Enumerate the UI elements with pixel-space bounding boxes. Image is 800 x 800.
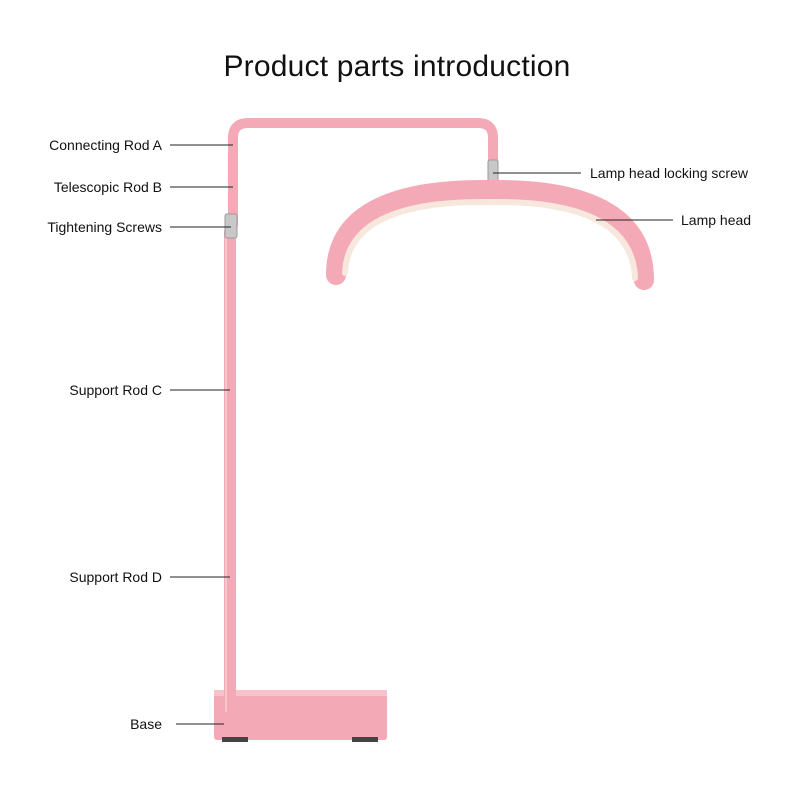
- label-lamp-head: Lamp head: [681, 212, 752, 228]
- connecting-rod: [228, 118, 498, 230]
- leader-lines: [170, 144, 673, 725]
- tightening-screw-collar: [224, 213, 238, 239]
- label-support-rod-c: Support Rod C: [69, 382, 162, 398]
- label-telescopic-rod-b: Telescopic Rod B: [53, 179, 162, 195]
- label-tightening-screws: Tightening Screws: [47, 219, 162, 235]
- label-support-rod-d: Support Rod D: [69, 569, 162, 585]
- label-connecting-rod-a: Connecting Rod A: [49, 137, 162, 153]
- label-base: Base: [130, 716, 162, 732]
- page-title: Product parts introduction: [223, 50, 571, 83]
- base-plate: [214, 690, 387, 742]
- label-lamp-head-locking-screw: Lamp head locking screw: [590, 165, 748, 181]
- lamp-head: [326, 179, 654, 290]
